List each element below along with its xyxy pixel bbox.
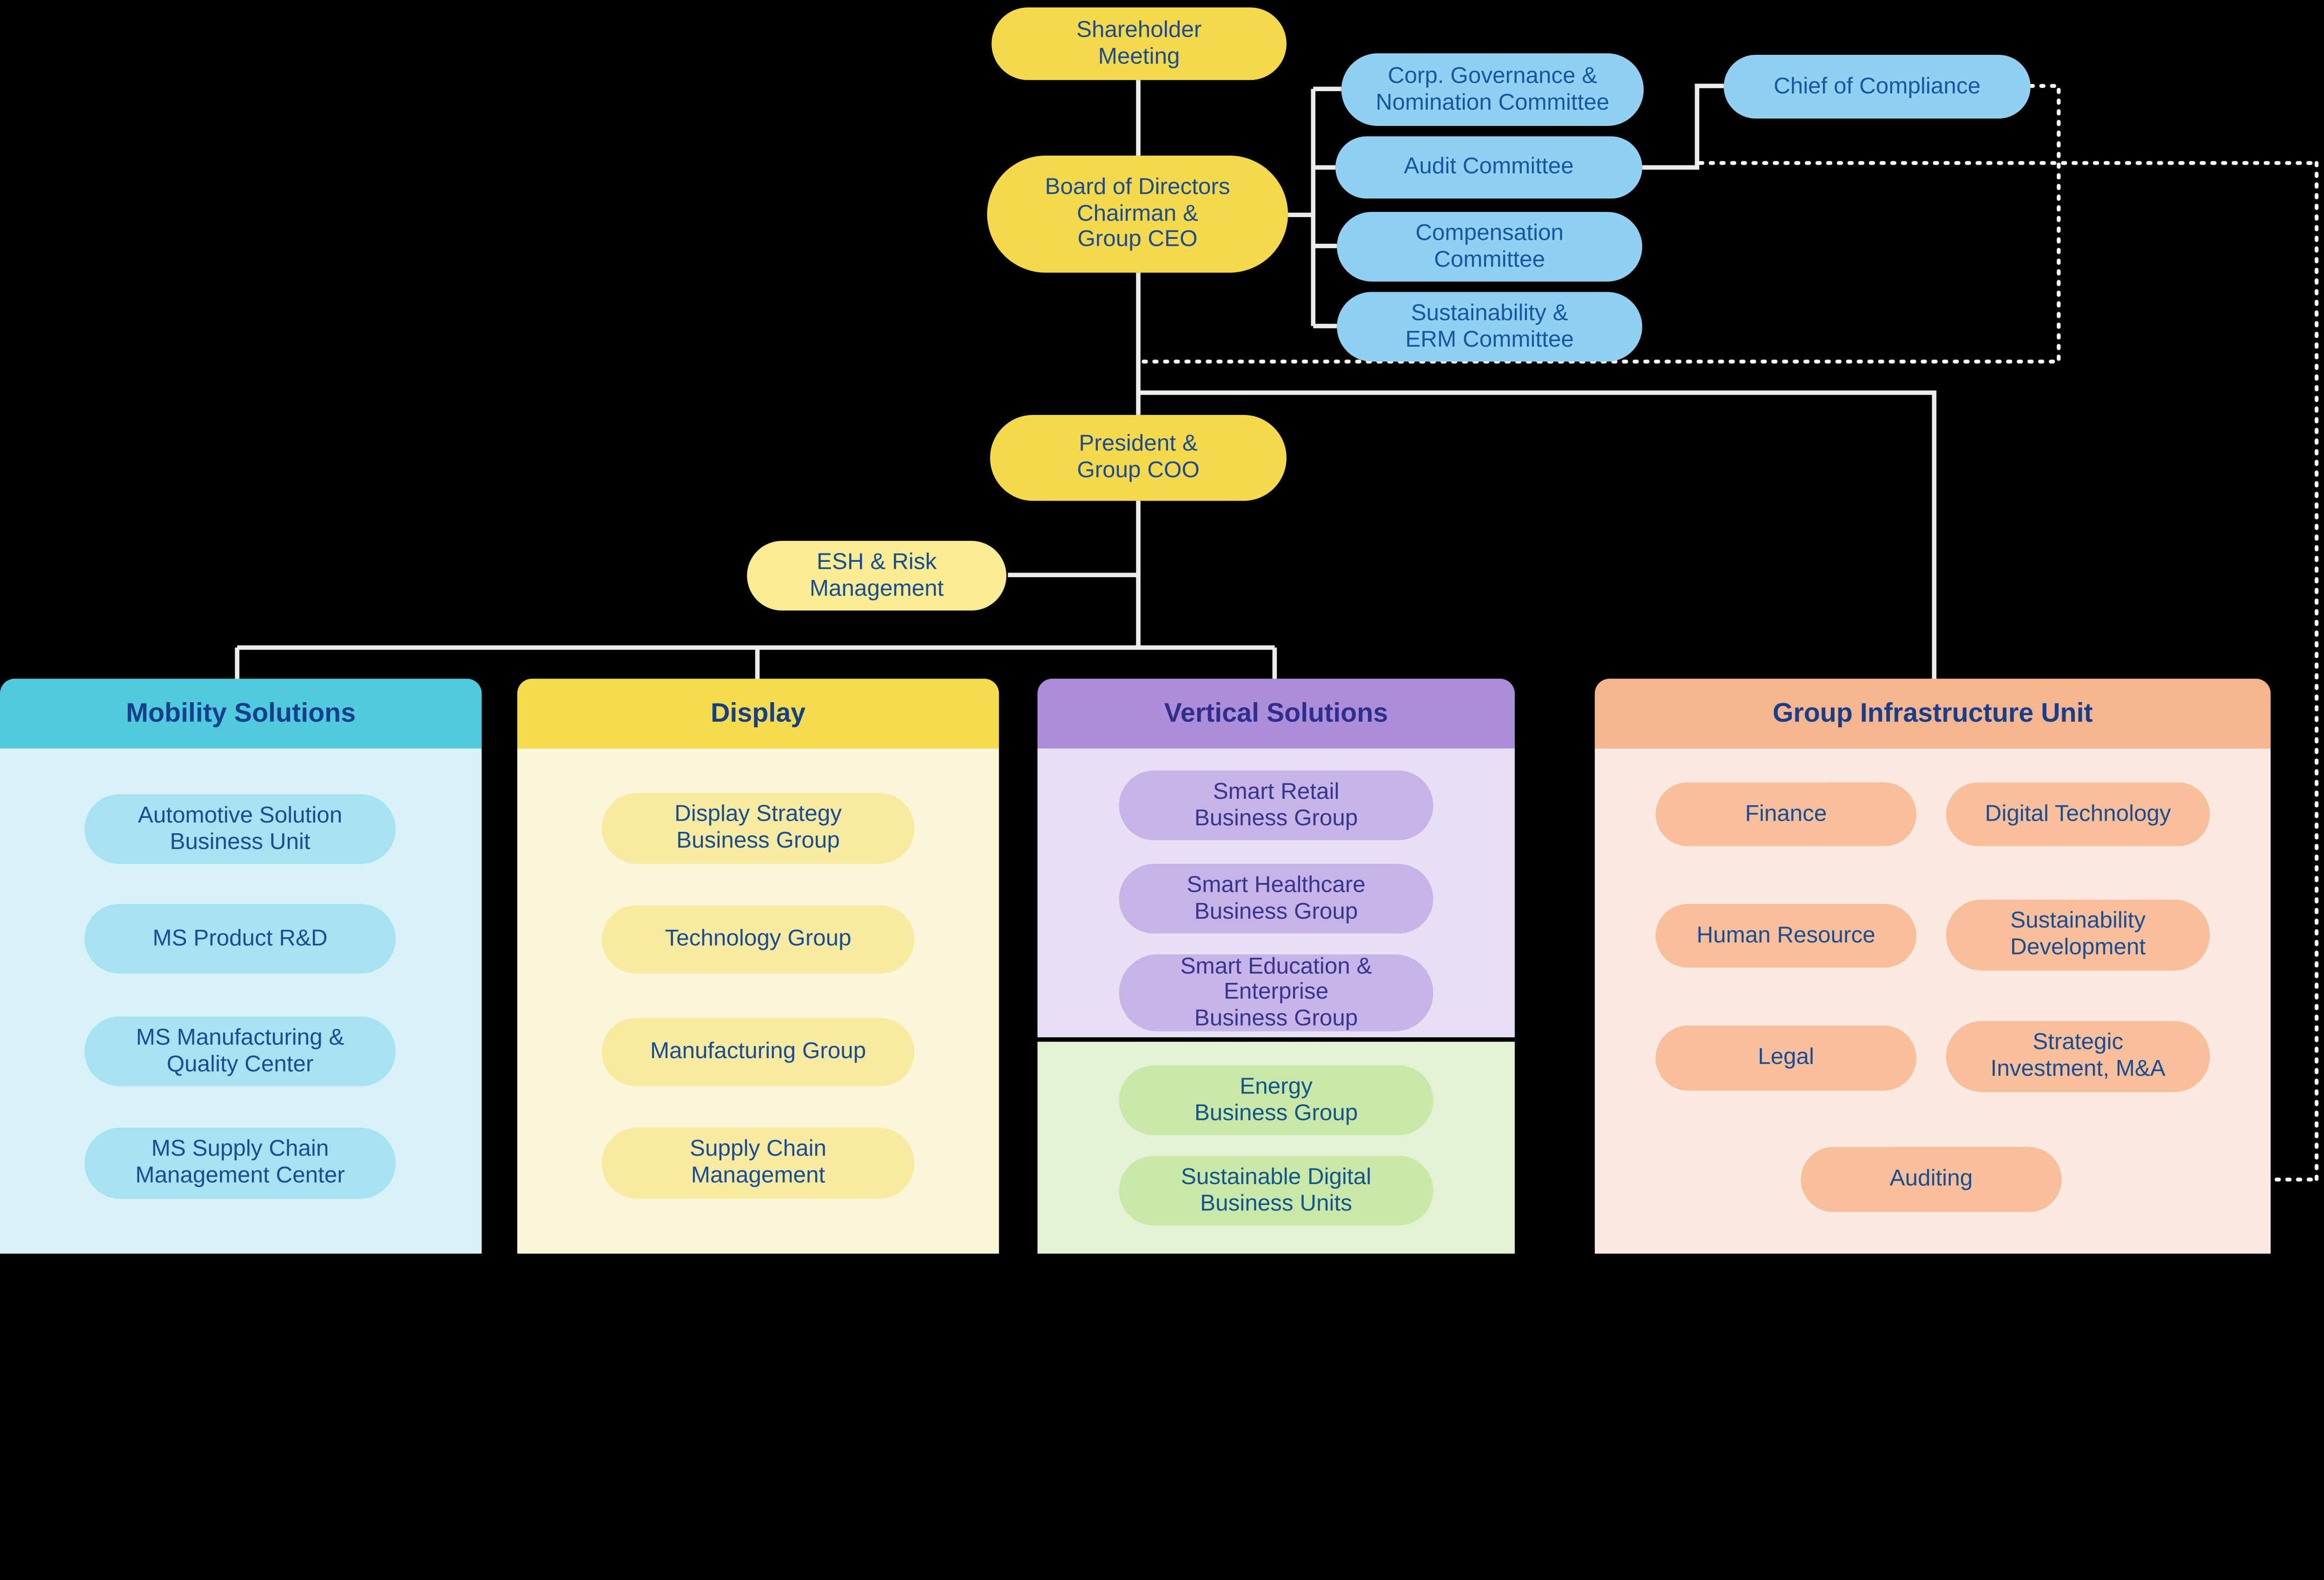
committee-audit: Audit Committee [1335, 136, 1643, 199]
org-chart-canvas: Shareholder Meeting Board of Directors C… [0, 7, 2319, 1254]
node-chief-of-compliance: Chief of Compliance [1723, 54, 2031, 119]
unit-smart-healthcare-business-group: Smart Healthcare Business Group [1119, 864, 1433, 934]
unit-ms-product-rd: MS Product R&D [84, 904, 396, 974]
unit-energy-business-group: Energy Business Group [1119, 1065, 1433, 1135]
committee-sustainability-erm: Sustainability & ERM Committee [1337, 292, 1643, 362]
node-board-of-directors: Board of Directors Chairman & Group CEO [987, 155, 1288, 273]
division-vertical-solutions-header: Vertical Solutions [1037, 678, 1515, 749]
unit-sustainable-digital-business-units: Sustainable Digital Business Units [1119, 1156, 1433, 1226]
node-esh-risk-management: ESH & Risk Management [747, 540, 1007, 611]
unit-digital-technology: Digital Technology [1946, 782, 2210, 846]
unit-smart-retail-business-group: Smart Retail Business Group [1119, 770, 1433, 841]
division-mobility-header: Mobility Solutions [0, 678, 482, 749]
unit-manufacturing-group: Manufacturing Group [601, 1018, 915, 1086]
unit-smart-education-enterprise-business-group: Smart Education & Enterprise Business Gr… [1119, 954, 1433, 1032]
unit-sustainability-development: Sustainability Development [1946, 899, 2210, 971]
unit-legal: Legal [1655, 1025, 1917, 1091]
division-display-header: Display [517, 678, 999, 749]
unit-supply-chain-management: Supply Chain Management [601, 1127, 915, 1199]
unit-strategic-investment-ma: Strategic Investment, M&A [1946, 1021, 2210, 1093]
node-shareholder-meeting: Shareholder Meeting [991, 7, 1287, 80]
unit-human-resource: Human Resource [1655, 904, 1917, 968]
node-president-group-coo: President & Group COO [990, 415, 1287, 501]
unit-technology-group: Technology Group [601, 905, 915, 974]
unit-display-strategy-business-group: Display Strategy Business Group [601, 792, 915, 864]
unit-auditing: Auditing [1801, 1147, 2062, 1212]
unit-ms-manufacturing-quality-center: MS Manufacturing & Quality Center [84, 1016, 396, 1086]
division-group-infrastructure-header: Group Infrastructure Unit [1595, 678, 2271, 749]
unit-automotive-solution-business-unit: Automotive Solution Business Unit [84, 794, 396, 864]
unit-ms-supply-chain-management-center: MS Supply Chain Management Center [84, 1127, 396, 1199]
unit-finance: Finance [1655, 782, 1917, 846]
committee-corp-governance-nomination: Corp. Governance & Nomination Committee [1341, 53, 1644, 126]
committee-compensation: Compensation Committee [1337, 211, 1643, 282]
